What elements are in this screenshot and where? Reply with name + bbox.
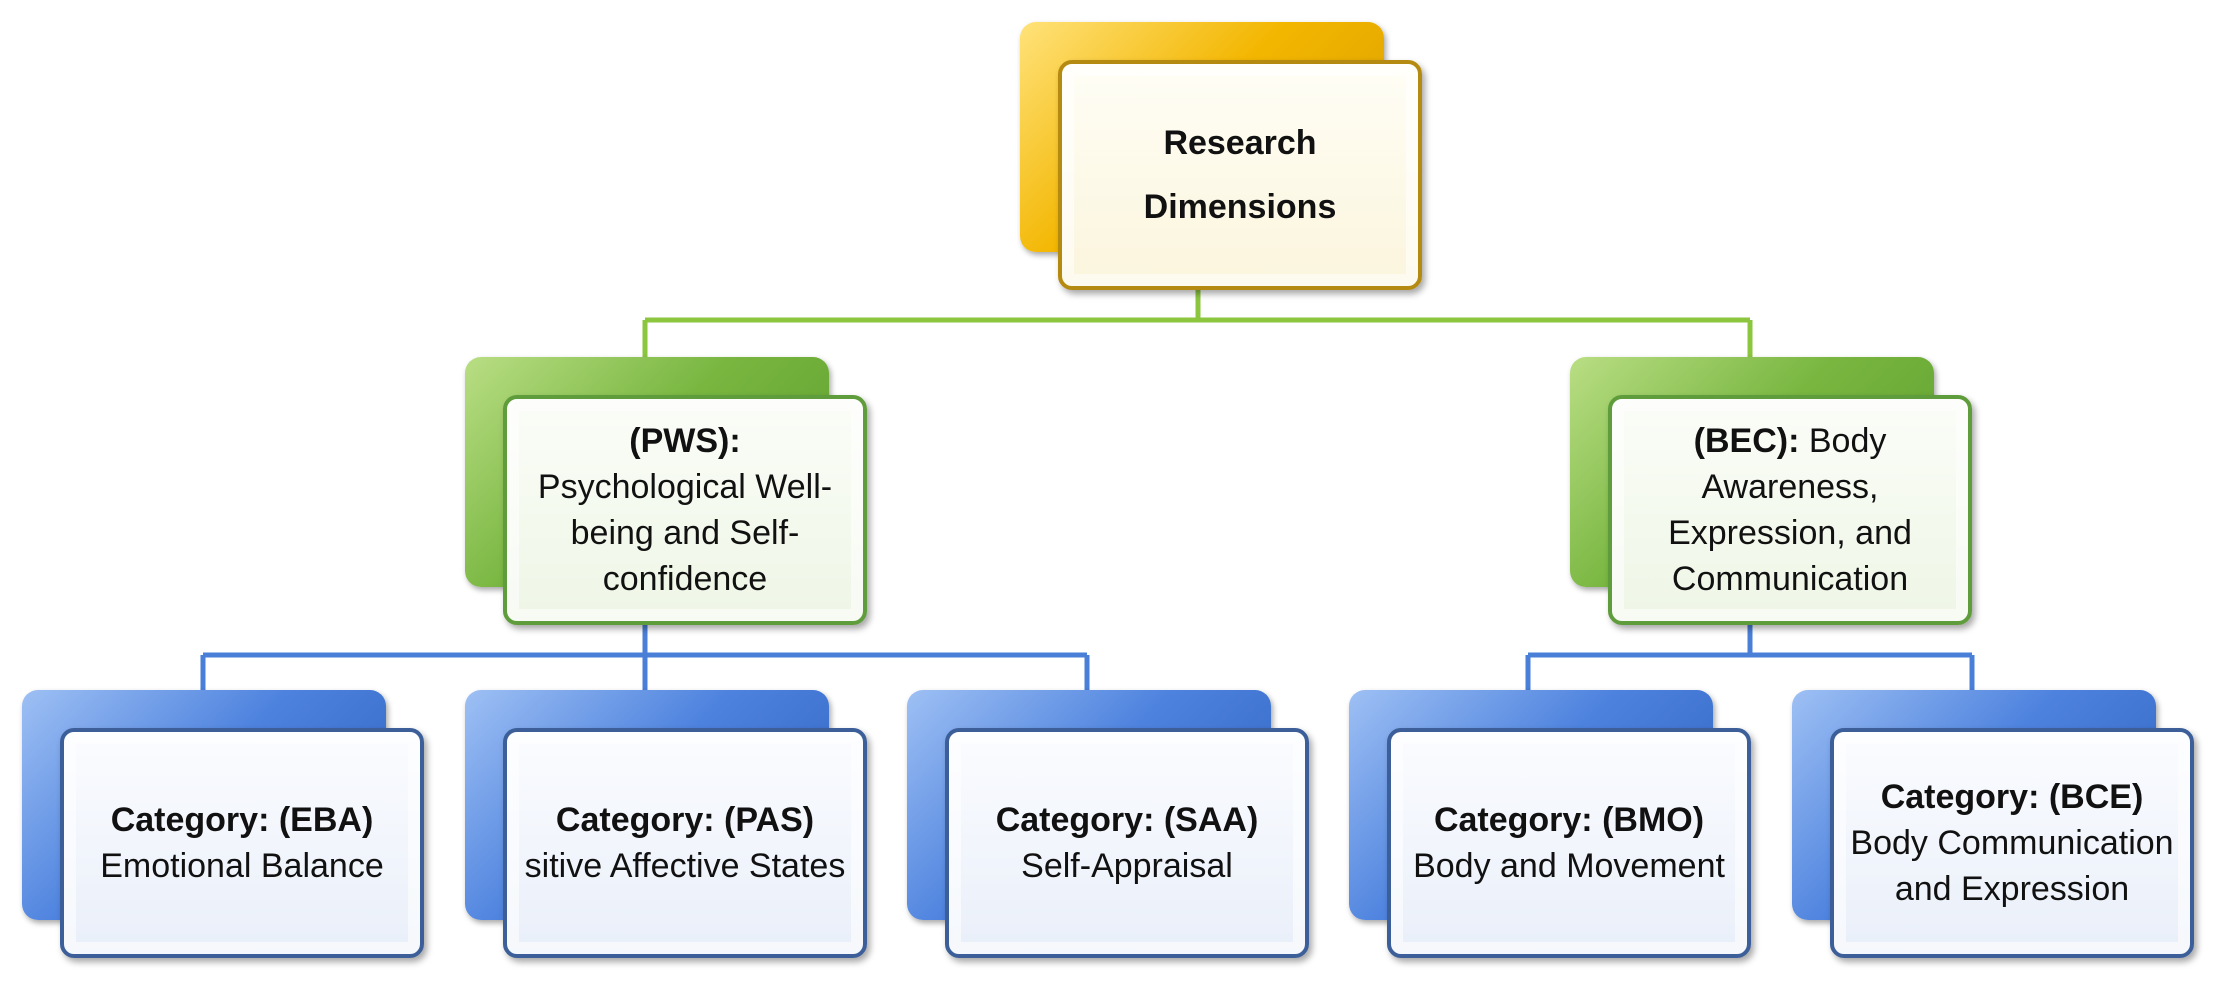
pws-name: Psychological Well-being and Self-confid… (537, 468, 833, 598)
category-node-bmo: Category: (BMO) Body and Movement (1349, 690, 1751, 958)
eba-name: Emotional Balance (100, 847, 384, 885)
bmo-card: Category: (BMO) Body and Movement (1387, 728, 1751, 958)
pas-name: sitive Affective States (524, 847, 846, 885)
pas-code: Category: (PAS) (555, 801, 815, 839)
bce-card: Category: (BCE) Body Communication and E… (1830, 728, 2194, 958)
bec-code: (BEC): (1693, 422, 1800, 460)
bce-code: Category: (BCE) (1880, 778, 2144, 816)
dimension-node-bec: (BEC): Body Awareness, Expression, and C… (1570, 357, 1972, 625)
pws-card: (PWS): Psychological Well-being and Self… (503, 395, 867, 625)
saa-card: Category: (SAA) Self-Appraisal (945, 728, 1309, 958)
dimension-node-pws: (PWS): Psychological Well-being and Self… (465, 357, 867, 625)
saa-code: Category: (SAA) (995, 801, 1259, 839)
pws-code: (PWS): (629, 422, 741, 460)
bec-connectors (1525, 622, 1975, 692)
category-node-pas: Category: (PAS) sitive Affective States (465, 690, 867, 958)
saa-name: Self-Appraisal (1021, 847, 1233, 885)
root-title: Research Dimensions (1143, 124, 1337, 226)
category-node-bce: Category: (BCE) Body Communication and E… (1792, 690, 2194, 958)
bmo-code: Category: (BMO) (1433, 801, 1705, 839)
bec-card: (BEC): Body Awareness, Expression, and C… (1608, 395, 1972, 625)
pas-card: Category: (PAS) sitive Affective States (503, 728, 867, 958)
bmo-name: Body and Movement (1413, 847, 1725, 885)
category-node-saa: Category: (SAA) Self-Appraisal (907, 690, 1309, 958)
bce-name: Body Communication and Expression (1850, 824, 2174, 908)
root-node: Research Dimensions (1020, 22, 1422, 290)
eba-code: Category: (EBA) (110, 801, 374, 839)
category-node-eba: Category: (EBA) Emotional Balance (22, 690, 424, 958)
root-connectors (642, 287, 1753, 358)
bec-name: Body Awareness, Expression, and Communic… (1668, 422, 1912, 598)
pws-connectors (200, 622, 1090, 692)
root-node-card: Research Dimensions (1058, 60, 1422, 290)
eba-card: Category: (EBA) Emotional Balance (60, 728, 424, 958)
